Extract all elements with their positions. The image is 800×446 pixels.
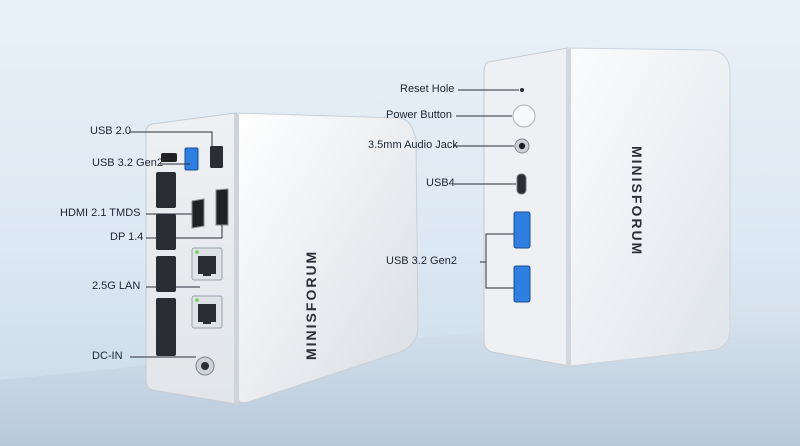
vent-grille [156, 172, 176, 356]
label-usb20: USB 2.0 [90, 125, 131, 137]
usb20-port-left [210, 146, 223, 168]
dp-port [215, 188, 229, 226]
usb32-port-right-1 [513, 211, 531, 249]
left-device-brand: MINISFORUM [303, 250, 319, 360]
kensington-lock-slot [161, 153, 177, 162]
label-usb4: USB4 [426, 177, 455, 189]
label-reset: Reset Hole [400, 83, 455, 95]
usb32r-callout-bracket [480, 233, 514, 263]
hdmi-port [191, 198, 205, 229]
usb32-port-left [184, 147, 199, 171]
usb32r-callout-bracket-2 [485, 262, 514, 289]
right-device-side [567, 47, 731, 367]
usb4-port [516, 173, 527, 195]
power-button [512, 104, 536, 128]
lan-port-2 [191, 295, 223, 329]
label-lan: 2.5G LAN [92, 280, 141, 292]
left-mini-pc: MINISFORUM [145, 112, 419, 405]
usb32-port-right-2 [513, 265, 531, 303]
right-device-front [483, 47, 571, 367]
lan-port-1 [191, 247, 223, 281]
label-hdmi: HDMI 2.1 TMDS [60, 207, 141, 219]
label-usb32-left: USB 3.2 Gen2 [92, 157, 163, 169]
label-usb32-right: USB 3.2 Gen2 [386, 255, 457, 267]
right-device-brand: MINISFORUM [629, 146, 645, 256]
usb20-callout-line [130, 131, 213, 146]
label-dcin: DC-IN [92, 350, 123, 362]
callout-lines [130, 89, 519, 358]
reset-hole [520, 88, 524, 92]
label-dp: DP 1.4 [110, 231, 144, 243]
right-mini-pc: MINISFORUM [483, 47, 731, 367]
label-audio: 3.5mm Audio Jack [368, 139, 458, 151]
label-power: Power Button [386, 109, 453, 121]
